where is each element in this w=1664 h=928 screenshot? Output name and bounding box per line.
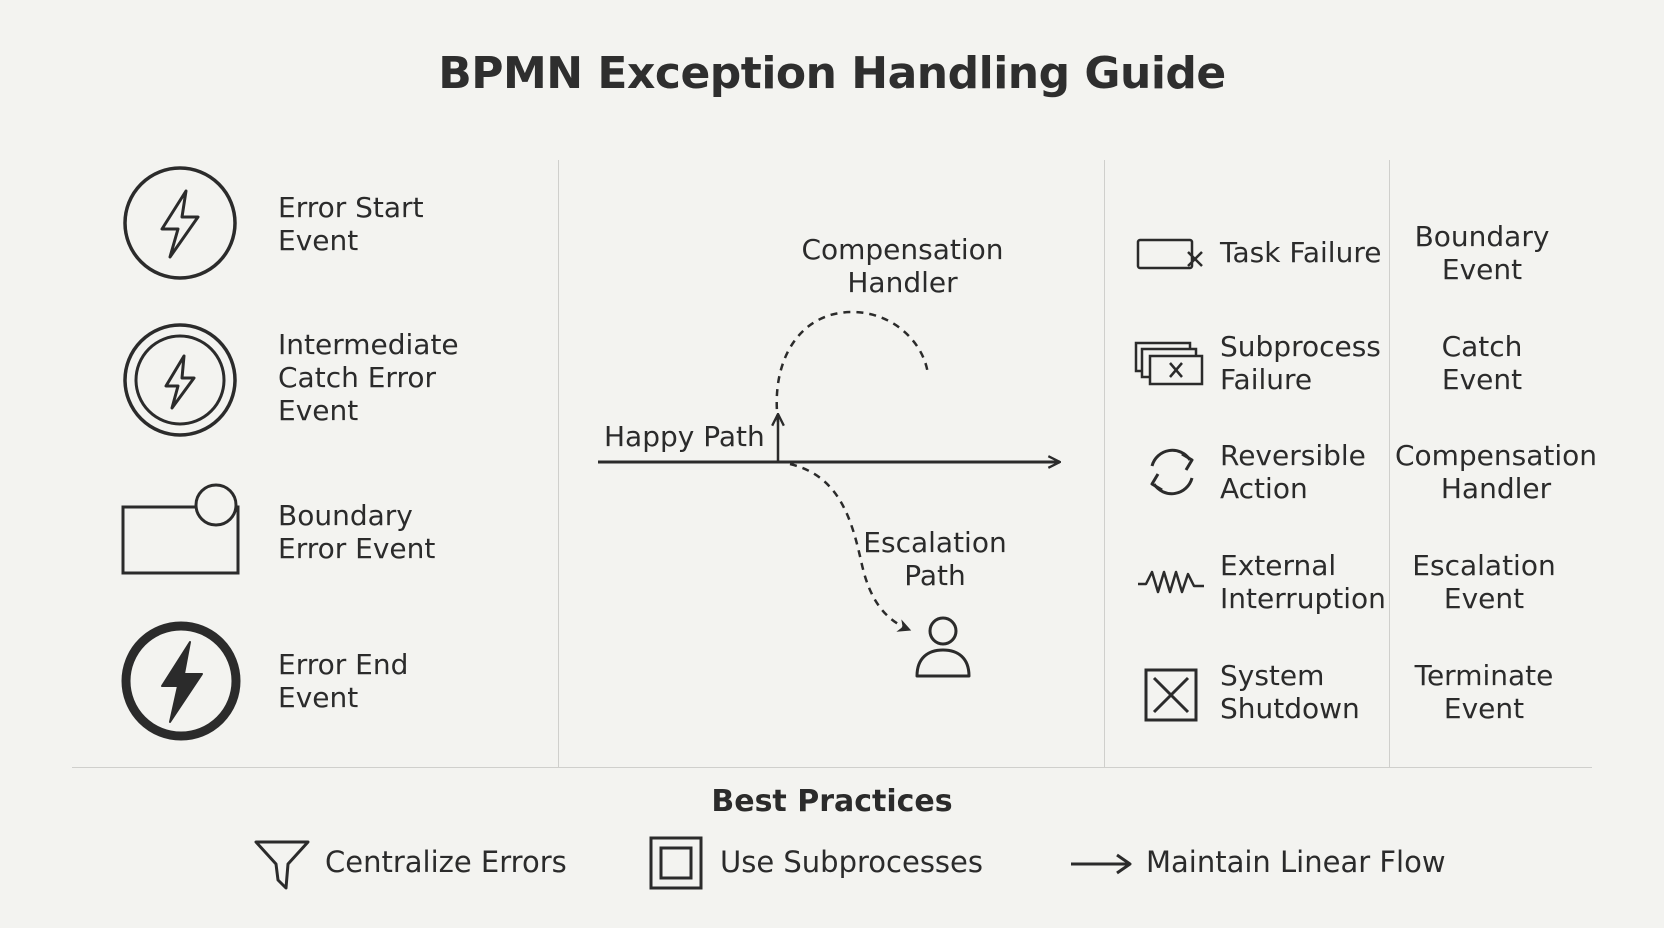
happy-path-label: Happy Path bbox=[604, 420, 765, 453]
column-divider-middle bbox=[1104, 160, 1105, 768]
subprocess-failure-icon bbox=[1134, 340, 1206, 388]
error-start-event-label: Error Start Event bbox=[278, 191, 424, 257]
catch-event-handler: Catch Event bbox=[1441, 330, 1523, 396]
error-end-event-icon bbox=[120, 620, 242, 742]
page-title: BPMN Exception Handling Guide bbox=[438, 48, 1226, 99]
centralize-errors-label: Centralize Errors bbox=[325, 845, 567, 879]
compensation-handler-handler: Compensation Handler bbox=[1394, 439, 1598, 505]
maintain-linear-flow-label: Maintain Linear Flow bbox=[1146, 845, 1446, 879]
funnel-icon bbox=[254, 838, 310, 890]
best-practices-title: Best Practices bbox=[711, 784, 953, 819]
use-subprocesses-label: Use Subprocesses bbox=[720, 845, 983, 879]
reversible-action-label: Reversible Action bbox=[1220, 439, 1366, 505]
compensation-path bbox=[775, 310, 930, 423]
intermediate-catch-error-event-label: Intermediate Catch Error Event bbox=[278, 328, 459, 427]
terminate-event-handler: Terminate Event bbox=[1414, 659, 1554, 725]
intermediate-catch-error-event-icon bbox=[122, 322, 238, 438]
column-divider-right bbox=[1389, 160, 1390, 768]
subprocess-square-icon bbox=[649, 836, 705, 892]
escalation-path-label: Escalation Path bbox=[863, 526, 1007, 592]
escalation-event-handler: Escalation Event bbox=[1412, 549, 1556, 615]
compensation-handler-label: Compensation Handler bbox=[801, 233, 1004, 299]
section-divider bbox=[72, 767, 1592, 768]
task-failure-icon bbox=[1136, 236, 1206, 274]
boundary-error-event-icon bbox=[121, 483, 241, 575]
boundary-event-handler: Boundary Event bbox=[1414, 220, 1550, 286]
escalation-path bbox=[789, 462, 912, 632]
user-icon bbox=[913, 614, 973, 678]
column-divider-left bbox=[558, 160, 559, 768]
subprocess-failure-label: Subprocess Failure bbox=[1220, 330, 1381, 396]
external-interruption-label: External Interruption bbox=[1220, 549, 1386, 615]
system-shutdown-label: System Shutdown bbox=[1220, 659, 1360, 725]
system-shutdown-icon bbox=[1144, 668, 1198, 722]
error-start-event-icon bbox=[122, 165, 238, 281]
boundary-error-event-label: Boundary Error Event bbox=[278, 499, 436, 565]
task-failure-label: Task Failure bbox=[1220, 236, 1382, 269]
error-end-event-label: Error End Event bbox=[278, 648, 409, 714]
reversible-action-icon bbox=[1142, 442, 1202, 502]
arrow-right-icon bbox=[1069, 852, 1133, 876]
external-interruption-icon bbox=[1136, 566, 1206, 596]
